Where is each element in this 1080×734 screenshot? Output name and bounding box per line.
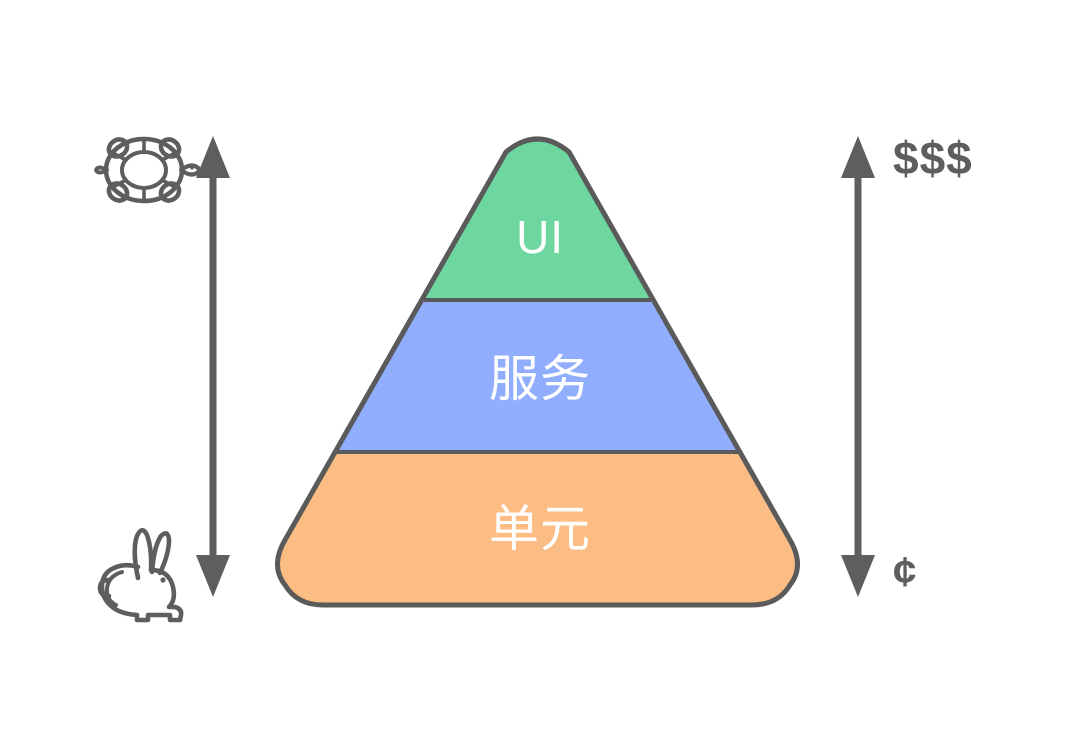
cost-low-label: ¢ xyxy=(893,548,917,595)
speed-axis-arrow xyxy=(196,136,230,597)
pyramid-level-unit-fill[interactable] xyxy=(200,452,880,632)
cost-axis-arrow xyxy=(841,136,875,597)
rabbit-icon xyxy=(97,527,184,623)
cost-high-label: $$$ xyxy=(893,132,973,184)
pyramid-outline xyxy=(275,136,800,608)
